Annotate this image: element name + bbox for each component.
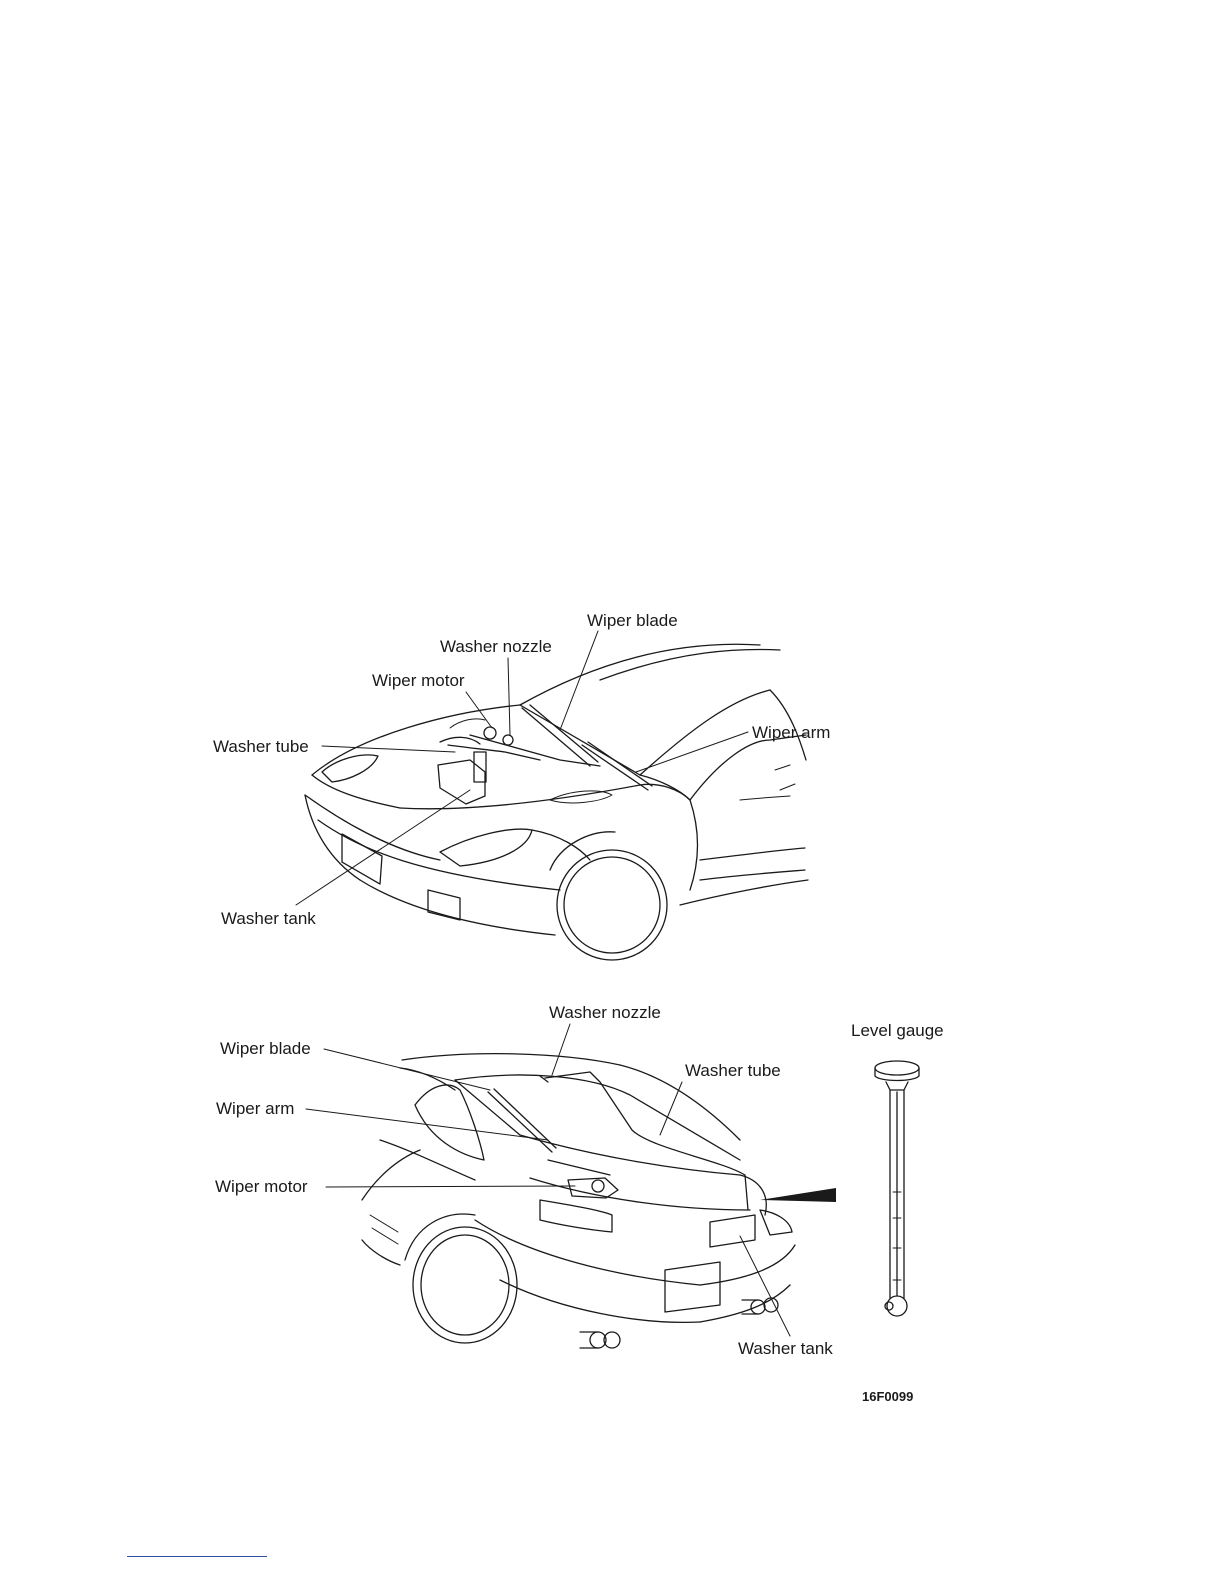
front-labels: Wiper blade Washer nozzle Wiper motor Wa… (213, 611, 830, 928)
rear-label-wiper-blade: Wiper blade (220, 1039, 311, 1058)
footer-rule (127, 1556, 267, 1557)
level-gauge-label: Level gauge (851, 1021, 944, 1040)
rear-label-washer-tube: Washer tube (685, 1061, 781, 1080)
rear-label-washer-tank: Washer tank (738, 1339, 833, 1358)
front-label-washer-tank: Washer tank (221, 909, 316, 928)
rear-label-wiper-motor: Wiper motor (215, 1177, 308, 1196)
front-label-wiper-blade: Wiper blade (587, 611, 678, 630)
rear-label-wiper-arm: Wiper arm (216, 1099, 294, 1118)
rear-label-washer-nozzle: Washer nozzle (549, 1003, 661, 1022)
level-gauge: Level gauge (851, 1021, 944, 1316)
front-car-illustration (305, 644, 808, 960)
rear-car-illustration (362, 1054, 836, 1348)
figure-code: 16F0099 (862, 1389, 913, 1404)
front-leader-lines (296, 631, 748, 905)
front-label-washer-nozzle: Washer nozzle (440, 637, 552, 656)
front-label-washer-tube: Washer tube (213, 737, 309, 756)
front-label-wiper-arm: Wiper arm (752, 723, 830, 742)
front-label-wiper-motor: Wiper motor (372, 671, 465, 690)
rear-labels: Washer nozzle Wiper blade Washer tube Wi… (215, 1003, 833, 1358)
